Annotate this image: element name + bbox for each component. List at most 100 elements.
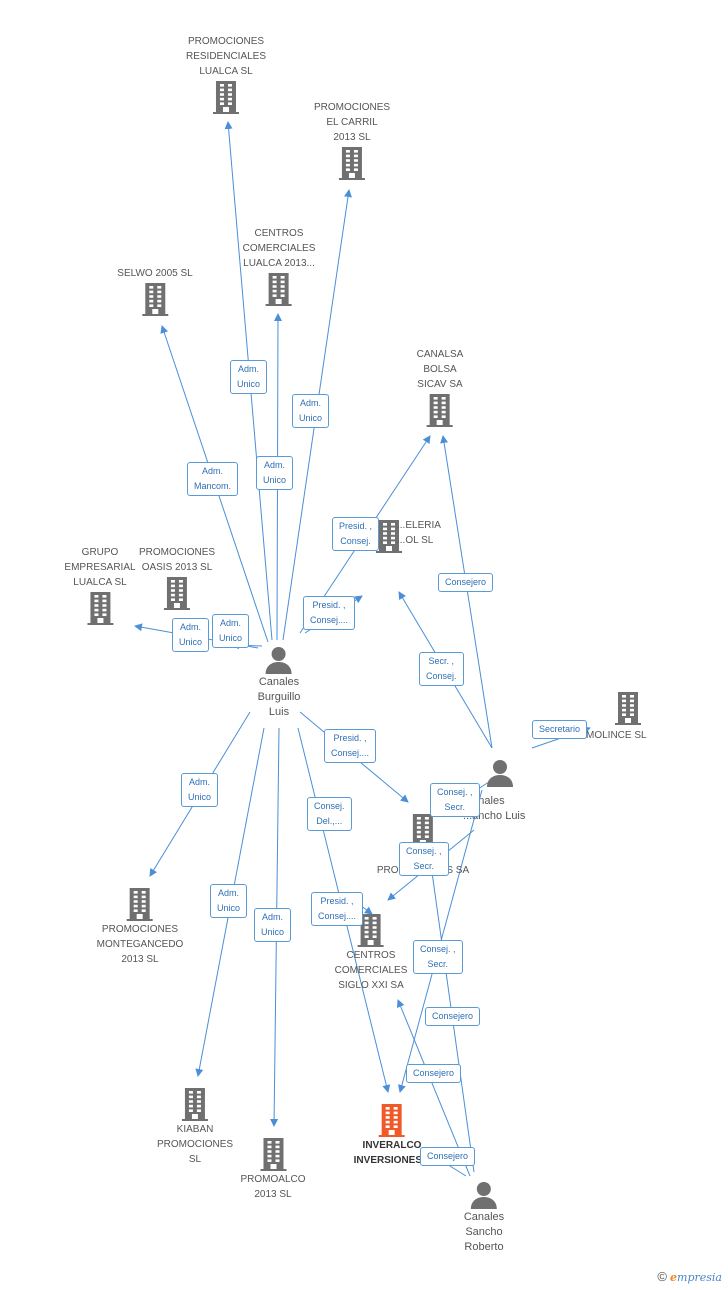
edge-label-line: Adm. <box>238 364 260 374</box>
edge-label-line: Consejero <box>445 577 487 587</box>
edge-label[interactable]: Consejero <box>438 573 494 592</box>
edge-label-line: Consej. <box>314 801 345 811</box>
node-label-line: GRUPO <box>81 547 119 558</box>
edge-label[interactable]: Consej.Del.,... <box>307 797 352 831</box>
edge-label[interactable]: Presid. , Consej.... <box>324 729 377 763</box>
edge-label[interactable]: Secr. ,Consej. <box>419 652 464 686</box>
edge-label[interactable]: Adm. Unico <box>292 394 330 428</box>
node-selwo[interactable]: SELWO 2005 SL <box>117 266 193 317</box>
edge-label[interactable]: Secretario <box>532 720 588 739</box>
building-icon <box>64 590 135 626</box>
edge-label[interactable]: Adm. Unico <box>172 618 210 652</box>
edge-label[interactable]: Consej. ,Secr. <box>399 842 449 876</box>
node-label-line: PROMOCIONES <box>187 36 265 47</box>
node-inmolince[interactable]: INMOLINCE SL <box>576 690 647 741</box>
node-label-line: INMOLINCE SL <box>576 730 647 741</box>
node-label: SELWO 2005 SL <box>117 266 192 281</box>
building-icon <box>139 575 215 611</box>
edge-label[interactable]: Consej. ,Secr. <box>430 783 480 817</box>
edge-label[interactable]: Adm.Mancom. <box>187 462 239 496</box>
edge-label[interactable]: Adm.Unico <box>254 908 292 942</box>
edge-label[interactable]: Adm.Unico <box>256 456 294 490</box>
node-label-line: 2013 SL <box>121 954 159 965</box>
edge-label-line: Adm. <box>262 912 284 922</box>
edge-label[interactable]: Presid. ,Consej.... <box>311 892 364 926</box>
brand-watermark: © empresia <box>657 1269 722 1284</box>
node-label-line: KIABAN <box>176 1124 214 1135</box>
node-label-line: LUALCA SL <box>73 577 127 588</box>
node-label-line: LUALCA SL <box>199 66 253 77</box>
node-label-line: Burguillo <box>257 691 301 703</box>
node-canales-sancho-luis[interactable]: ...anales...ancho Luis <box>463 758 525 822</box>
building-icon <box>97 886 184 922</box>
edge-label-line: Consej. <box>426 671 457 681</box>
person-icon <box>258 645 301 675</box>
edge-label-line: Unico <box>299 413 323 423</box>
edge-label-line: Mancom. <box>194 481 232 491</box>
node-label-line: BOLSA <box>423 364 457 375</box>
node-label-line: OASIS 2013 SL <box>141 562 213 573</box>
building-icon <box>373 518 405 554</box>
node-label-line: Canales <box>463 1211 505 1223</box>
edge-label-line: Presid. , <box>333 733 367 743</box>
edge-label-line: Consej.... <box>331 748 370 758</box>
node-label-line: ...OL SL <box>397 535 434 546</box>
edge-label[interactable]: Consej. , Secr. <box>413 940 463 974</box>
edge-label-line: Consej. , <box>437 787 473 797</box>
edge-label[interactable]: Adm.Unico <box>230 360 268 394</box>
edge-label-line: Consej. <box>340 536 371 546</box>
node-label-line: Sancho <box>465 1226 503 1238</box>
edge-label[interactable]: Consejero <box>406 1064 462 1083</box>
edge-label-line: Unico <box>179 637 203 647</box>
node-label-line: Canales <box>258 676 300 688</box>
node-label-line: LUALCA 2013... <box>243 258 315 269</box>
edge-label-line: Consej. , <box>420 944 456 954</box>
edge-label[interactable]: Presid. ,Consej. <box>332 517 380 551</box>
edge-label[interactable]: Adm.Unico <box>212 614 250 648</box>
edge-label-line: Secr. <box>427 959 449 969</box>
node-label-line: PROMOCIONES <box>313 102 391 113</box>
building-icon <box>243 271 316 307</box>
edge-label-line: Adm. <box>264 460 286 470</box>
brand-name: mpresia <box>677 1271 722 1284</box>
node-hosteleria[interactable]: ...ELERIA...OL SL <box>373 518 441 554</box>
node-label-line: SL <box>188 1154 202 1165</box>
edge-label-line: Presid. , <box>320 896 354 906</box>
edge-label-line: Adm. <box>180 622 202 632</box>
edge-line <box>440 435 493 749</box>
edge-label-line: Presid. , <box>312 600 346 610</box>
edge-label[interactable]: Presid. ,Consej.... <box>303 596 356 630</box>
edge-label[interactable]: Consejero <box>425 1007 481 1026</box>
edge-label-line: Unico <box>188 792 212 802</box>
building-icon <box>335 912 408 948</box>
edge-label[interactable]: Consejero <box>420 1147 476 1166</box>
edge-label-line: Secr. <box>413 861 435 871</box>
edge-label[interactable]: Adm.Unico <box>210 884 248 918</box>
edge-label-line: Adm. <box>300 398 322 408</box>
node-label-line: SICAV SA <box>417 379 463 390</box>
edge-label-line: Consejero <box>413 1068 455 1078</box>
node-label-line: SELWO 2005 SL <box>117 268 193 279</box>
edge-label[interactable]: Adm.Unico <box>181 773 219 807</box>
building-icon <box>314 145 390 181</box>
